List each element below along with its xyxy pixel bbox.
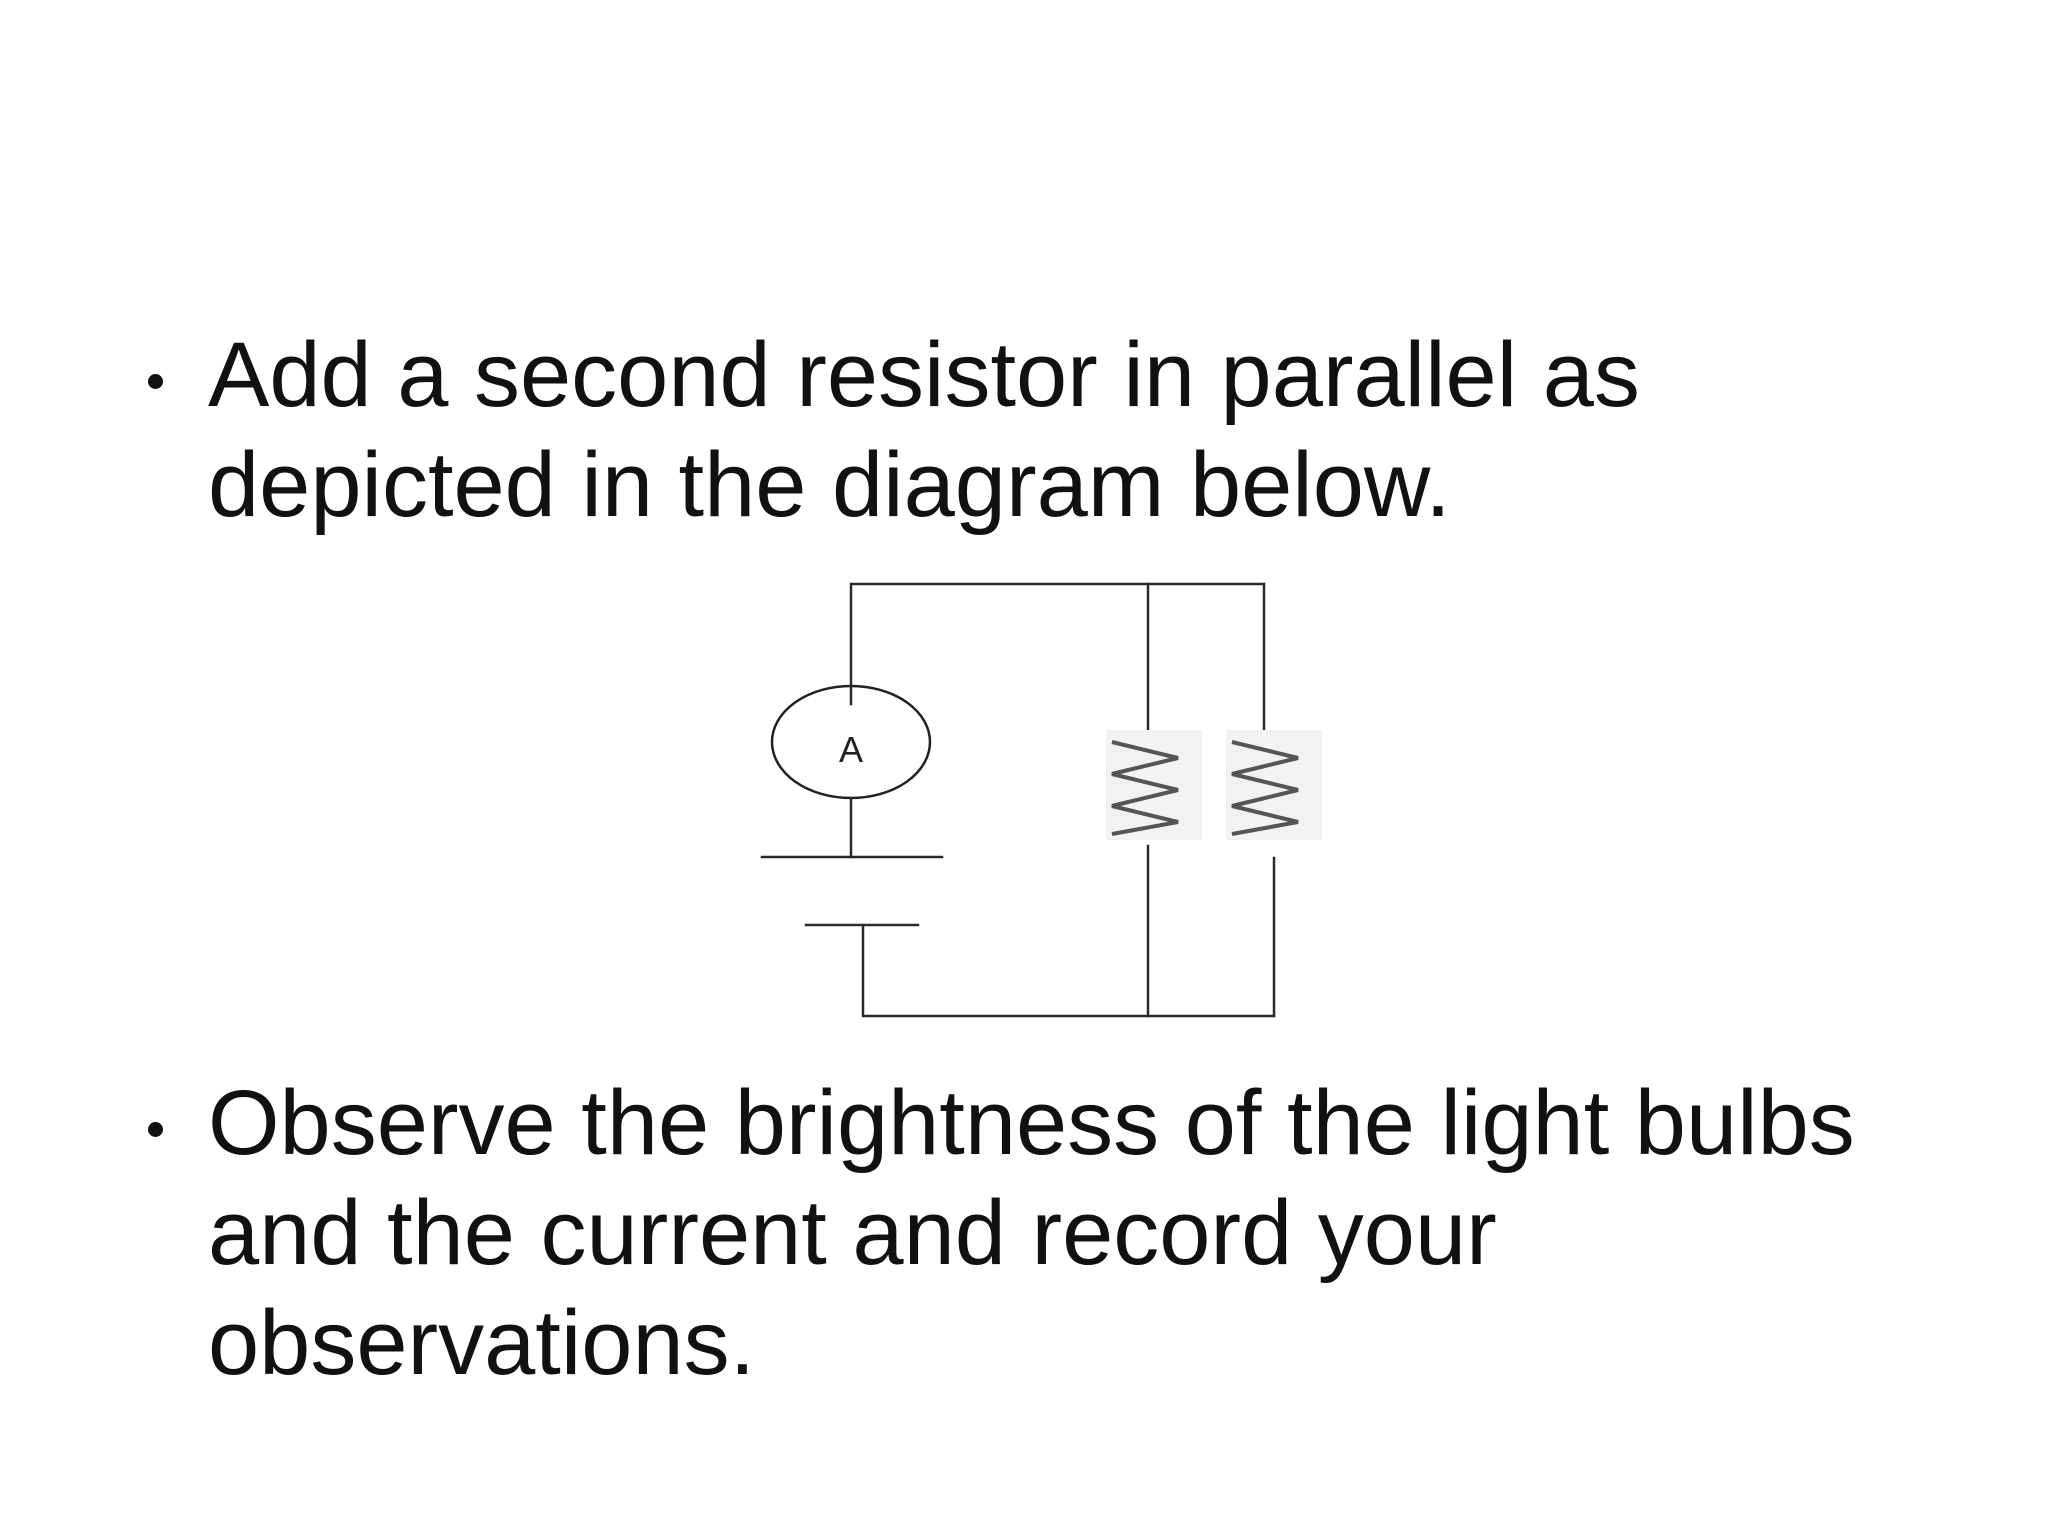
bullet-text: Add a second resistor in parallel as dep… — [208, 324, 1640, 536]
bullet-item-add-resistor: Add a second resistor in parallel as dep… — [148, 320, 1948, 540]
resistor-1-symbol — [1106, 730, 1202, 840]
bullet-marker — [148, 374, 163, 389]
wire-bottom — [861, 923, 1276, 1018]
bullet-marker — [148, 1122, 163, 1137]
bullet-text: Observe the brightness of the light bulb… — [208, 1072, 1855, 1394]
ammeter-circle — [770, 684, 932, 800]
ammeter-label: A — [839, 729, 863, 770]
bullet-item-observe-brightness: Observe the brightness of the light bulb… — [148, 1068, 1948, 1398]
wire-top — [849, 582, 1266, 689]
ammeter-symbol: A — [770, 684, 932, 800]
battery-symbol — [760, 855, 944, 927]
resistor-2-symbol — [1226, 730, 1322, 840]
